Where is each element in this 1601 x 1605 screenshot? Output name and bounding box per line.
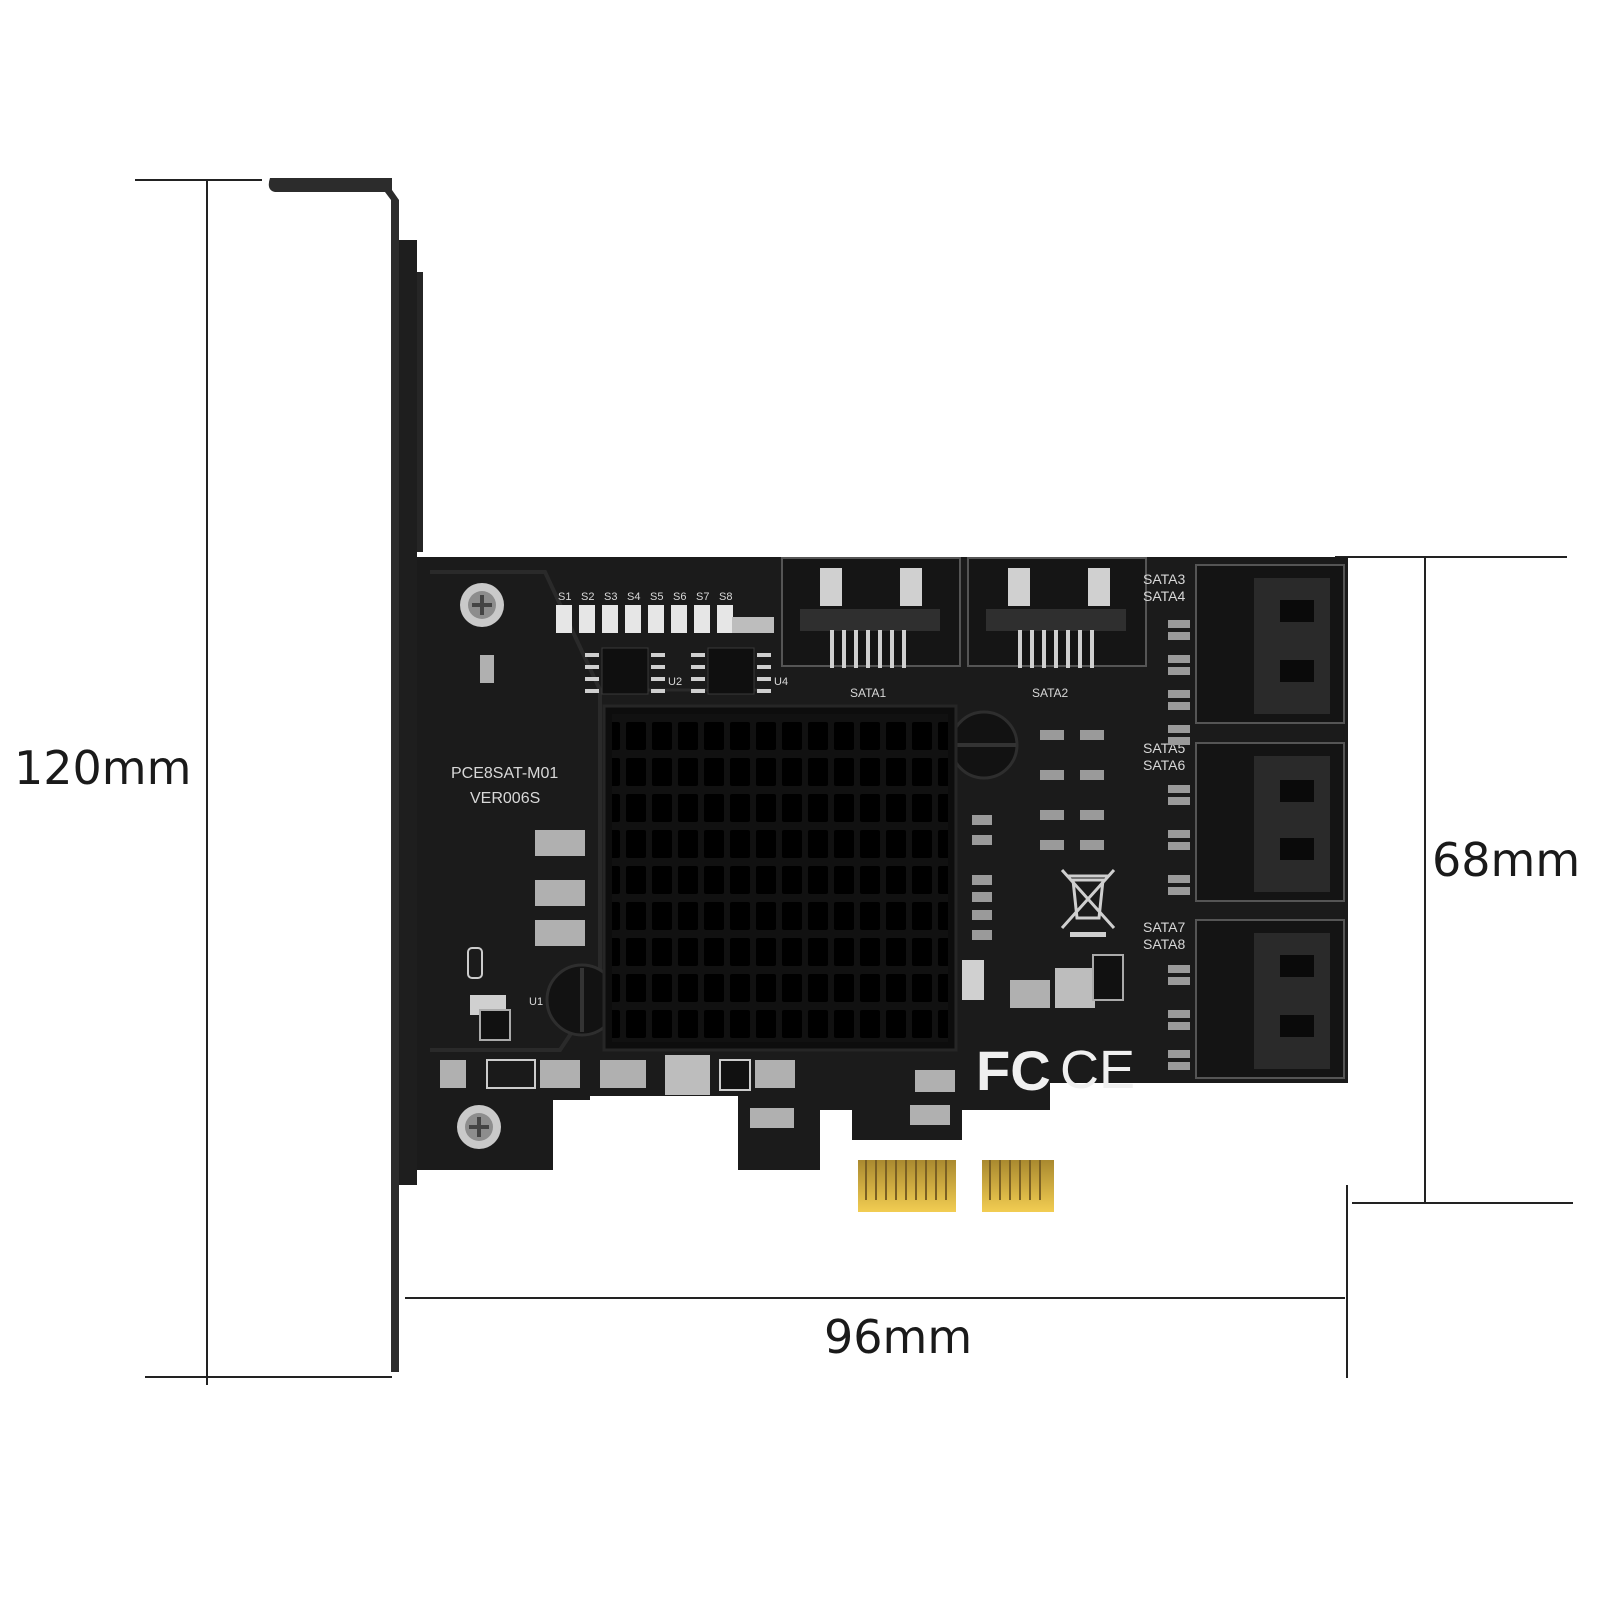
svg-text:S2: S2 <box>581 591 594 603</box>
svg-text:S8: S8 <box>719 591 732 603</box>
svg-text:SATA4: SATA4 <box>1143 588 1185 604</box>
sata-ports-3-4 <box>1195 564 1345 724</box>
svg-text:S6: S6 <box>673 591 686 603</box>
svg-text:S7: S7 <box>696 591 709 603</box>
svg-text:PCE8SAT-M01: PCE8SAT-M01 <box>451 765 558 782</box>
board-silkscreen: PCE8SAT-M01 VER006S U1 <box>451 765 558 1008</box>
svg-text:FC: FC <box>976 1039 1051 1102</box>
svg-text:U2: U2 <box>668 676 682 688</box>
svg-text:S5: S5 <box>650 591 663 603</box>
svg-text:SATA2: SATA2 <box>1032 686 1069 700</box>
passive-components <box>440 620 1190 1128</box>
svg-text:SATA7: SATA7 <box>1143 919 1185 935</box>
pcie-gold-fingers <box>858 1160 1054 1212</box>
electrolytic-capacitors <box>545 710 1019 1037</box>
height-dimension-label: 120mm <box>14 741 192 795</box>
sata-ports-5-6 <box>1195 742 1345 902</box>
weee-bin-icon <box>1060 868 1116 937</box>
svg-text:VER006S: VER006S <box>470 790 540 807</box>
svg-text:SATA6: SATA6 <box>1143 757 1185 773</box>
sata-port-1: SATA1 <box>781 557 961 700</box>
sata-port-2: SATA2 <box>967 557 1147 700</box>
dimension-lines <box>135 179 1573 1385</box>
svg-text:U4: U4 <box>774 676 788 688</box>
led-labels: S1 S2 S3 S4 S5 S6 S7 S8 <box>558 591 732 603</box>
sata-side-labels: SATA3 SATA4 SATA5 SATA6 SATA7 SATA8 <box>1143 571 1185 952</box>
svg-text:SATA8: SATA8 <box>1143 936 1185 952</box>
led-array <box>556 605 774 633</box>
svg-text:S1: S1 <box>558 591 571 603</box>
svg-text:CE: CE <box>1060 1040 1135 1100</box>
profile-height-dimension-label: 68mm <box>1432 833 1581 887</box>
screw-icon <box>460 583 504 627</box>
fcc-icon: FC <box>976 1039 1051 1102</box>
width-dimension-label: 96mm <box>824 1310 973 1364</box>
ce-icon: CE <box>1060 1040 1135 1100</box>
mounting-bracket <box>268 178 423 1372</box>
svg-text:SATA3: SATA3 <box>1143 571 1185 587</box>
small-ics: U2 U4 <box>585 647 788 695</box>
heatsink <box>602 704 958 1052</box>
svg-text:S4: S4 <box>627 591 640 603</box>
inductors <box>467 947 1124 1095</box>
sata-ports-7-8 <box>1195 919 1345 1079</box>
svg-text:S3: S3 <box>604 591 617 603</box>
svg-text:SATA1: SATA1 <box>850 686 887 700</box>
screw-icon <box>457 1105 501 1149</box>
svg-text:U1: U1 <box>529 996 543 1008</box>
